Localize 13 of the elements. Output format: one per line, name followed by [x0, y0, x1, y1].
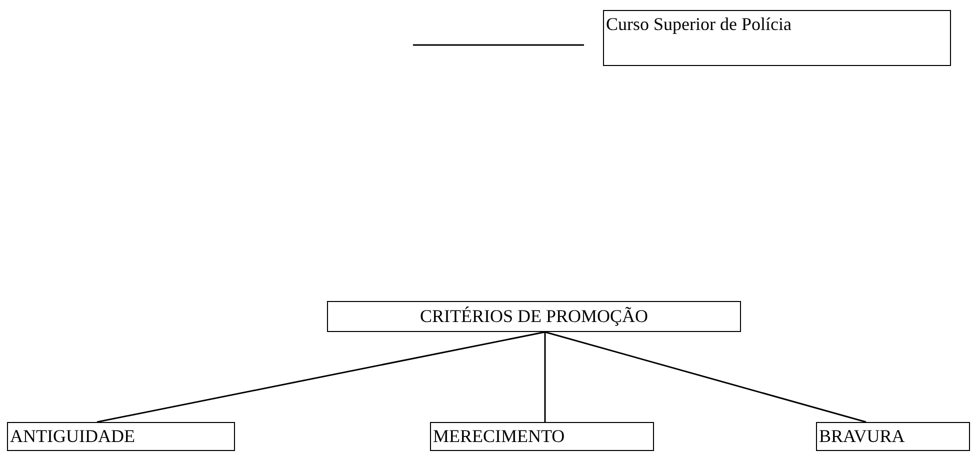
- text-box: [603, 10, 951, 66]
- node-label: BRAVURA: [819, 426, 905, 448]
- text-box: [816, 422, 970, 451]
- node-label: MERECIMENTO: [433, 426, 565, 448]
- node-label: ANTIGUIDADE: [10, 426, 135, 448]
- text-box: [430, 422, 654, 451]
- node-label: Curso Superior de Polícia: [606, 14, 792, 36]
- text-box: [7, 422, 235, 451]
- connector-line: [96, 331, 546, 423]
- text-box: [327, 301, 741, 332]
- connector-line: [544, 331, 866, 423]
- connector-line: [544, 332, 546, 422]
- node-label: CRITÉRIOS DE PROMOÇÃO: [420, 306, 648, 328]
